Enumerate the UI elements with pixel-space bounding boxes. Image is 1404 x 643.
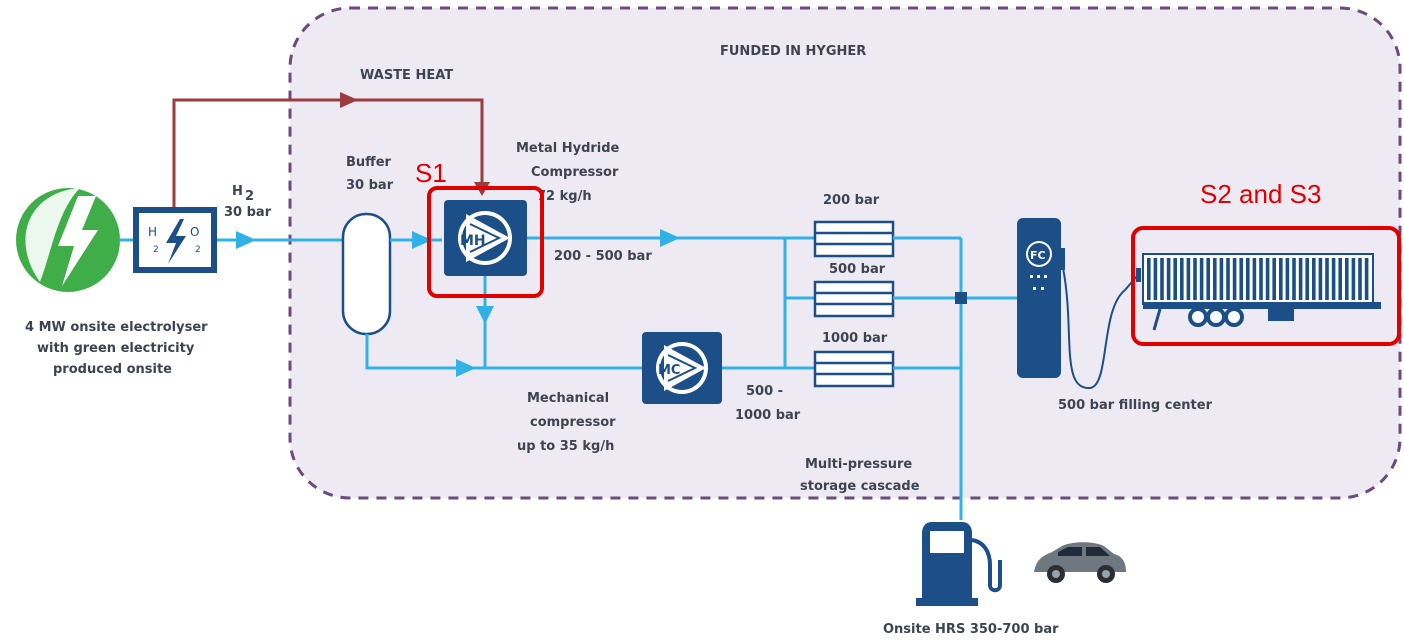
electrolyser-icon: H 2 O 2 (133, 207, 217, 273)
storage-tier-200: 200 bar (823, 193, 880, 208)
svg-text:H: H (148, 225, 157, 239)
trailer-slat (1180, 258, 1184, 300)
trailer-slat (1232, 258, 1237, 300)
flow-arrow-icon (660, 229, 680, 247)
storage-tier-1000: 1000 bar (822, 331, 888, 346)
trailer-slat (1239, 258, 1243, 300)
trailer-slat (1285, 258, 1290, 300)
flow-arrow-icon (476, 306, 494, 324)
filling-hose (1062, 267, 1139, 390)
filling-center: FC (1017, 218, 1065, 378)
trailer-slat (1173, 258, 1177, 300)
trailer-slat (1272, 258, 1276, 300)
svg-text:O: O (190, 225, 199, 239)
fuel-pump-icon (916, 522, 1002, 606)
fc-badge: FC (1030, 249, 1046, 262)
trailer-slat (1246, 258, 1250, 300)
waste-heat-label: WASTE HEAT (360, 68, 453, 83)
trailer-slat (1298, 258, 1303, 300)
trailer-slat (1252, 258, 1257, 300)
electrolyser-label-3: produced onsite (53, 362, 172, 377)
storage-tank-1000 (813, 350, 895, 388)
trailer-slat (1345, 258, 1349, 300)
trailer-slat (1259, 258, 1263, 300)
svg-text:2: 2 (195, 245, 201, 255)
h2-pressure: 30 bar (224, 205, 272, 220)
trailer-icon (1136, 253, 1381, 331)
trailer-slat (1325, 258, 1329, 300)
trailer-slat (1305, 258, 1309, 300)
trailer-slat (1153, 258, 1158, 300)
h2-subscript: 2 (245, 189, 254, 204)
mc-label-1: Mechanical (527, 391, 609, 406)
mc-badge: MC (658, 363, 680, 378)
waste-heat-arrow-icon (340, 92, 358, 108)
green-energy-icon (16, 188, 120, 292)
trailer-slat (1292, 258, 1296, 300)
mc-output-1: 500 - (746, 384, 783, 399)
mc-label-2: compressor (530, 415, 616, 430)
mh-label-1: Metal Hydride (516, 141, 620, 156)
trailer-slat (1186, 258, 1191, 300)
car-icon (1034, 542, 1126, 583)
trailer-slat (1206, 258, 1210, 300)
waste-heat-line (172, 98, 484, 210)
region-title: FUNDED IN HYGHER (720, 44, 866, 59)
flow-arrow-icon (236, 231, 256, 249)
mh-label-3: 72 kg/h (537, 189, 592, 204)
storage-tank-200 (813, 220, 895, 258)
mh-badge: MH (460, 233, 486, 249)
electrolyser-label-2: with green electricity (37, 341, 195, 356)
storage-label-1: Multi-pressure (805, 457, 912, 472)
mh-compressor: MH (444, 200, 527, 276)
trailer-slat (1193, 258, 1197, 300)
trailer-slat (1279, 258, 1283, 300)
svg-text:2: 2 (153, 245, 159, 255)
trailer-slat (1147, 258, 1151, 300)
electrolyser-label-1: 4 MW onsite electrolyser (25, 320, 208, 335)
hrs-label: Onsite HRS 350-700 bar (883, 622, 1059, 637)
trailer-slat (1199, 258, 1204, 300)
flow-arrow-icon (456, 359, 476, 377)
mh-label-2: Compressor (531, 165, 619, 180)
s1-label: S1 (415, 158, 447, 188)
mh-output: 200 - 500 bar (554, 249, 652, 264)
trailer-slat (1226, 258, 1230, 300)
trailer-slat (1166, 258, 1171, 300)
trailer-slat (1213, 258, 1217, 300)
storage-label-2: storage cascade (800, 479, 920, 494)
s1-highlight (427, 186, 544, 298)
trailer-slat (1338, 258, 1342, 300)
filling-center-label: 500 bar filling center (1058, 398, 1213, 413)
mc-label-3: up to 35 kg/h (517, 439, 614, 454)
trailer-slat (1265, 258, 1270, 300)
trailer-slat (1358, 258, 1362, 300)
trailer-slat (1331, 258, 1336, 300)
s2s3-highlight (1131, 226, 1401, 346)
buffer-label-1: Buffer (346, 155, 392, 170)
mech-compressor: MC (642, 332, 722, 404)
mc-output-2: 1000 bar (735, 408, 801, 423)
storage-tank-500 (813, 280, 895, 318)
h2-symbol: H (232, 184, 243, 199)
trailer-slat (1364, 258, 1369, 300)
junction-node (955, 292, 967, 304)
trailer-slat (1318, 258, 1323, 300)
trailer-slat (1160, 258, 1164, 300)
trailer-slat (1351, 258, 1356, 300)
trailer-slat (1312, 258, 1316, 300)
flow-arrow-icon (412, 231, 432, 249)
storage-tier-500: 500 bar (829, 262, 886, 277)
s2s3-label: S2 and S3 (1200, 179, 1321, 209)
trailer-slat (1219, 258, 1224, 300)
buffer-tank (341, 212, 392, 336)
buffer-label-2: 30 bar (346, 178, 394, 193)
